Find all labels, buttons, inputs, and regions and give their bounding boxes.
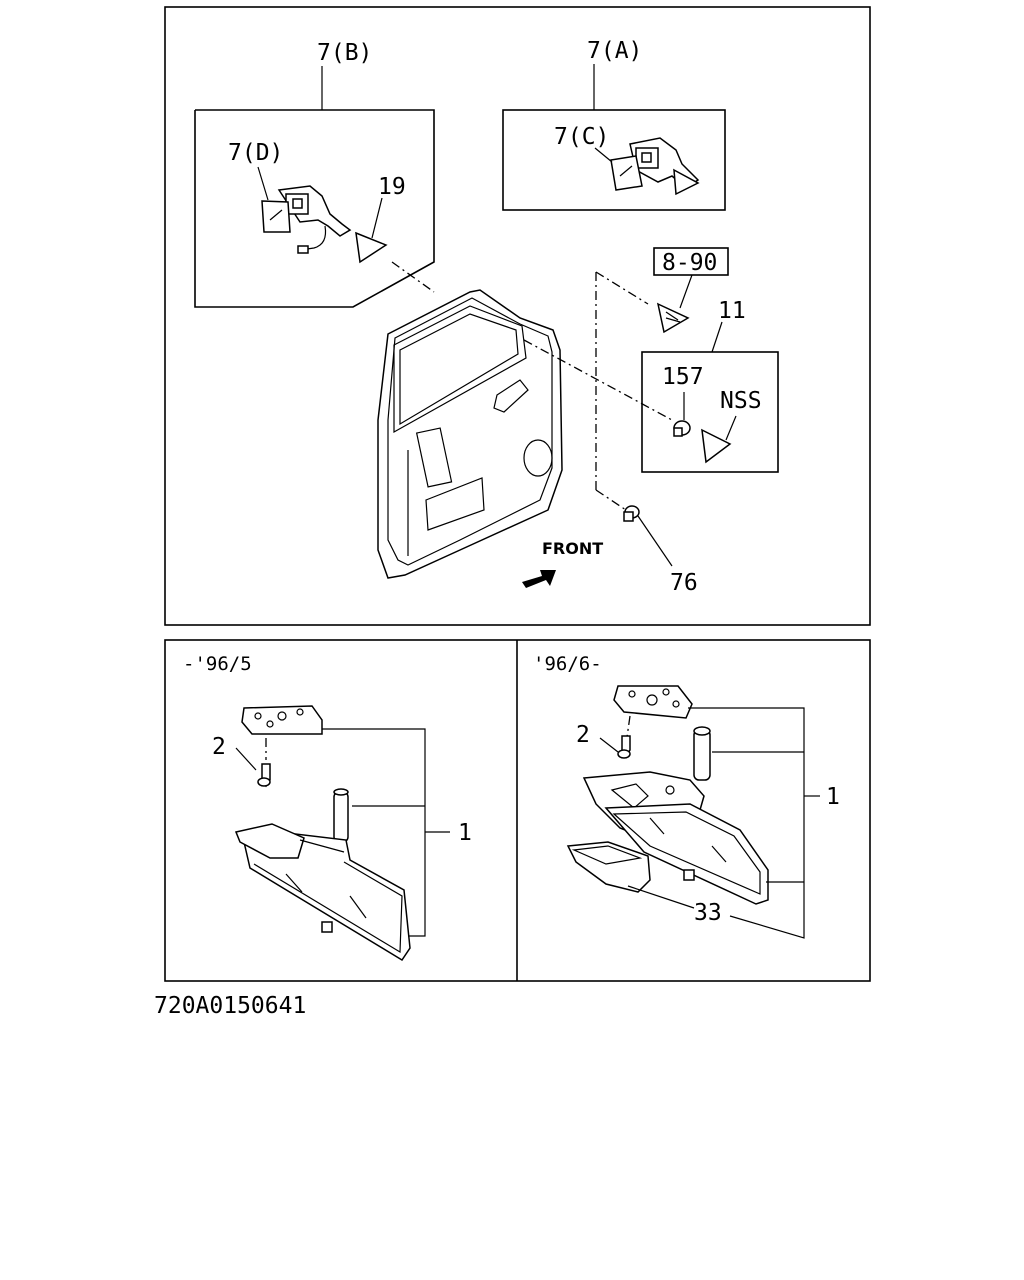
inset-box-11 [641, 351, 779, 473]
triangle-cover-19 [355, 231, 388, 264]
leader-76 [637, 515, 673, 567]
front-label: FRONT [542, 539, 603, 558]
leader-33 [627, 885, 695, 909]
leader-7d [257, 166, 269, 201]
door-panel-opening-upper [415, 427, 453, 488]
leader-7c [594, 147, 613, 163]
label-19: 19 [378, 174, 406, 200]
inside-mirror-late [604, 803, 769, 905]
mirror-7d-assembly: 7(D) [228, 140, 352, 254]
leader-19 [371, 197, 383, 239]
label-screw-2-early: 2 [212, 734, 226, 760]
parts-11-inset: 11 157 NSS [641, 298, 779, 473]
inset-box-7b [194, 109, 435, 308]
mirror-connector [297, 245, 309, 254]
mirror-late-type: '96/6- 2 [533, 653, 840, 939]
mirror-wire [299, 225, 327, 251]
mirror-mount-arm-early [234, 823, 305, 859]
mirror-7b-inset: 7(B) 7(D) 19 [194, 40, 435, 308]
door-panel-opening-lower [425, 477, 485, 531]
top-panel-frame [164, 6, 871, 626]
mirror-stem-late [693, 729, 711, 781]
mirror-stem-early [333, 791, 349, 843]
mirror-early-type: -'96/5 2 [183, 653, 472, 962]
mirror-7c-assembly: 7(C) [554, 124, 700, 196]
speaker-opening [523, 439, 553, 477]
door-window [399, 313, 519, 426]
label-7d: 7(D) [228, 140, 283, 166]
label-157: 157 [662, 364, 704, 390]
mirror-7a-inset: 7(A) 7(C) [502, 38, 726, 211]
door-window-frame [393, 305, 527, 434]
label-assembly-1-early: 1 [458, 820, 472, 846]
label-11: 11 [718, 298, 746, 324]
label-8-90: 8-90 [662, 250, 717, 276]
label-assembly-1-late: 1 [826, 784, 840, 810]
door-handle-recess [493, 379, 529, 413]
door-outer [377, 289, 563, 579]
ref-box-8-90 [653, 247, 729, 276]
mirror-glass [261, 200, 291, 233]
label-cover-33: 33 [694, 900, 722, 926]
triangle-cover-8-90 [656, 302, 690, 334]
mirror-glass-7c [610, 155, 643, 191]
label-nss: NSS [720, 388, 762, 414]
inside-mirror-panel: -'96/5 2 [164, 639, 871, 982]
period-late: '96/6- [533, 653, 602, 675]
label-7a: 7(A) [587, 38, 642, 64]
leader-1-late [688, 707, 805, 939]
label-7b: 7(B) [317, 40, 372, 66]
period-early: -'96/5 [183, 653, 252, 675]
label-76: 76 [670, 570, 698, 596]
drawing-code: 720A0150641 [154, 993, 306, 1019]
label-7c: 7(C) [554, 124, 609, 150]
label-screw-2-late: 2 [576, 722, 590, 748]
front-arrow-icon [522, 570, 556, 588]
bolt-76: 76 [623, 505, 698, 596]
front-door [377, 289, 563, 579]
inset-box-7a [502, 109, 726, 211]
leader-11 [711, 321, 723, 353]
triangle-nss [701, 428, 732, 464]
mount-bracket-late [613, 685, 693, 719]
door-mirror-panel: 7(B) 7(D) 19 7(A) [164, 6, 871, 626]
